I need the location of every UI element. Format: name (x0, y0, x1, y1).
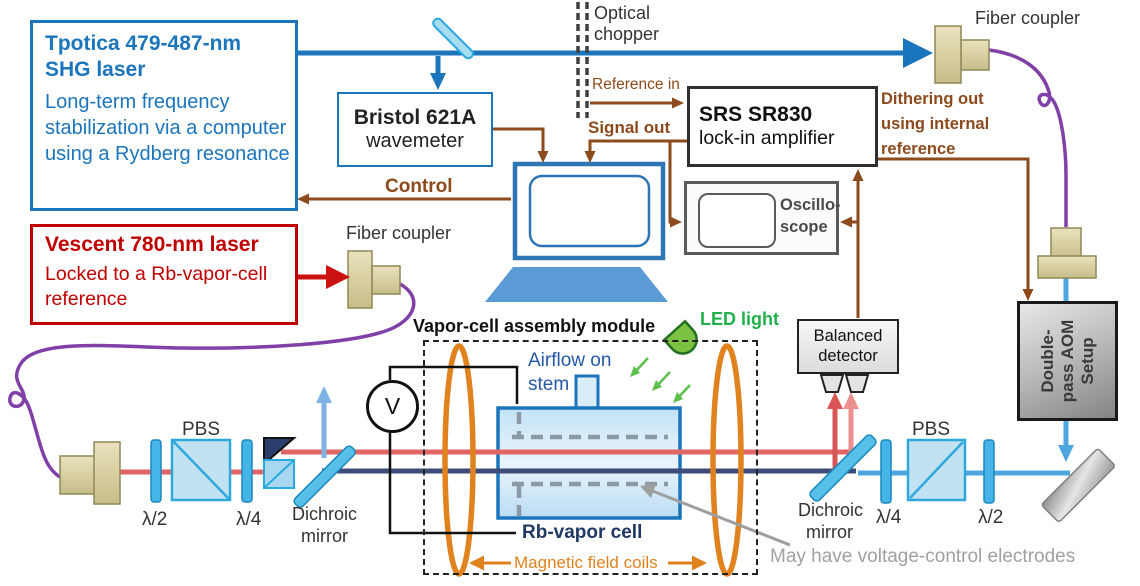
vescent-laser-title: Vescent 780-nm laser (45, 233, 259, 256)
half-wave-plate-right (983, 439, 995, 504)
wavemeter-box: Bristol 621A wavemeter (337, 92, 493, 167)
rb-vapor-cell-body (496, 406, 682, 520)
voltmeter: V (366, 380, 419, 433)
optical-chopper-label-1: Optical (594, 3, 651, 23)
mirror-bottom-right (1041, 448, 1115, 522)
aom-setup-box: Double- pass AOM Setup (1017, 301, 1118, 421)
blue-beam-up-arrow (316, 386, 332, 458)
rb-cell-label: Rb-vapor cell (522, 522, 643, 543)
fiber-coupler-right-2 (1037, 227, 1097, 279)
balanced-detector-box: Balanced detector (797, 319, 899, 374)
fiber-coupler-top-right (934, 25, 990, 84)
fiber-left (8, 282, 416, 479)
pbs-right-label: PBS (912, 419, 951, 440)
pbs-left (170, 438, 232, 502)
vapor-cell-module-outline (423, 340, 758, 575)
vescent-laser-body: Locked to a Rb-vapor-cell reference (45, 263, 268, 310)
red-laser-arrow (298, 265, 350, 289)
photodiodes (819, 374, 870, 393)
dichroic-right-label-1: Dichroic (798, 500, 864, 520)
dithering-label-2: using internal (881, 115, 990, 133)
balanced-detector-label-1: Balanced (813, 326, 883, 345)
computer-monitor (485, 161, 668, 302)
control-label: Control (385, 176, 453, 197)
aom-setup-label: Double- pass AOM Setup (1037, 319, 1097, 403)
fiber-coupler-red-laser (347, 250, 401, 309)
monitor-stand (485, 267, 668, 302)
arrowhead (903, 38, 933, 68)
shg-laser-title: Tpotica 479-487-nm SHG laser (45, 32, 242, 81)
voltmeter-wires (388, 365, 519, 535)
electrode-note-label: May have voltage-control electrodes (770, 546, 1076, 567)
magnetic-coils-label: Magnetic field coils (514, 553, 658, 572)
fiber-top-right (988, 48, 1068, 227)
quarter-wave-right-label: λ/4 (876, 507, 902, 528)
lockin-title: SRS SR830 (699, 103, 813, 126)
pbs-left-label: PBS (182, 419, 221, 440)
dichroic-mirror-right (809, 434, 877, 502)
pbs-right (906, 438, 967, 502)
fiber-coupler-left-label: Fiber coupler (346, 223, 452, 243)
optical-chopper-blades (576, 2, 589, 118)
balanced-detector-label-2: detector (818, 346, 878, 365)
fiber-coupler-top-label: Fiber coupler (975, 8, 1081, 28)
dichroic-left-label-1: Dichroic (292, 504, 358, 524)
voltmeter-label: V (384, 393, 401, 419)
periscope-prism (263, 437, 297, 489)
dichroic-mirror-left (293, 445, 356, 508)
oscilloscope-label-2: scope (780, 218, 828, 236)
arrowhead (1058, 445, 1074, 462)
half-wave-left-label: λ/2 (142, 509, 168, 530)
magnetic-coils-arrows (469, 555, 707, 571)
wavemeter-pickoff-beam (430, 56, 446, 90)
quarter-wave-plate-right (880, 439, 892, 504)
arrowhead (843, 392, 859, 409)
cell-electrodes (512, 412, 668, 516)
electrode-note-arrow (640, 484, 791, 547)
vescent-laser-box: Vescent 780-nm laser Locked to a Rb-vapo… (30, 224, 298, 325)
led-light-rays (630, 357, 691, 403)
dithering-label-1: Dithering out (881, 90, 984, 108)
arrowhead (827, 392, 843, 409)
led-light-label: LED light (700, 309, 779, 329)
arrowhead (430, 73, 446, 90)
oscilloscope-box: Oscillo- scope (684, 181, 841, 255)
wavemeter-subtitle: wavemeter (366, 130, 464, 152)
shg-laser-box: Tpotica 479-487-nm SHG laser Long-term f… (30, 20, 298, 211)
shg-laser-body: Long-term frequency stabilization via a … (45, 91, 290, 166)
wavemeter-title: Bristol 621A (353, 106, 477, 129)
arrowhead (316, 386, 332, 403)
vapor-module-label: Vapor-cell assembly module (413, 316, 656, 336)
quarter-wave-left-label: λ/4 (236, 509, 262, 530)
red-beam-to-detector (827, 392, 859, 477)
oscilloscope-label-1: Oscillo- (780, 196, 841, 214)
half-wave-plate-left (150, 439, 162, 503)
lockin-subtitle: lock-in amplifier (699, 127, 835, 149)
airflow-label-1: Airflow on (528, 350, 612, 371)
quarter-wave-plate-left (241, 439, 253, 503)
beam-sampler-plate (432, 17, 474, 60)
signal-out-label: Signal out (588, 118, 671, 137)
dichroic-right-label-2: mirror (806, 522, 853, 542)
dichroic-left-label-2: mirror (301, 526, 348, 546)
oscilloscope-screen (698, 193, 776, 248)
blue-beam-top (296, 38, 933, 68)
optical-chopper-label-2: chopper (594, 24, 660, 44)
lockin-amplifier-box: SRS SR830 lock-in amplifier (687, 86, 878, 167)
signal-wire-arrowheads (297, 97, 1034, 301)
half-wave-right-label: λ/2 (978, 507, 1004, 528)
airflow-label-2: stem (528, 374, 570, 395)
dithering-label-3: reference (881, 140, 956, 158)
fiber-output-coupler-left (59, 441, 121, 505)
reference-in-label: Reference in (592, 76, 680, 93)
led-lamp (662, 319, 698, 355)
